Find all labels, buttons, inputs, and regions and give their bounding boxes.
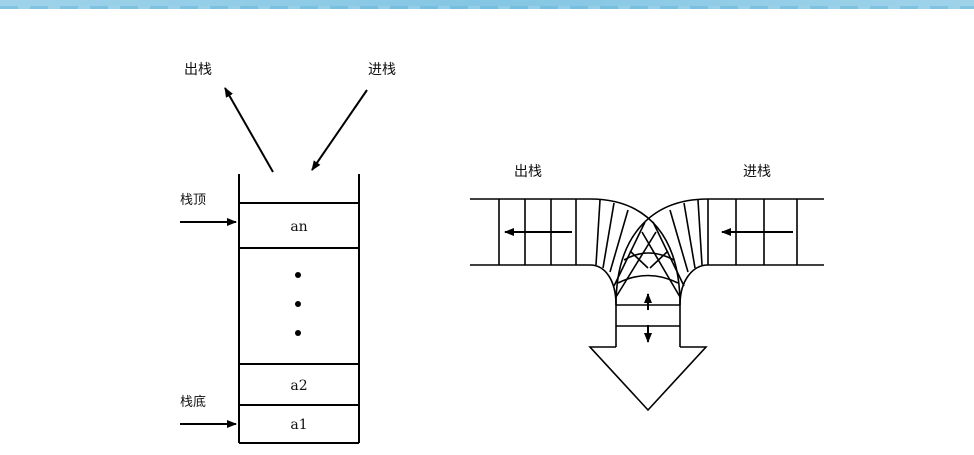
stack-cell-an: an [290, 219, 307, 235]
stack-cell-a2: a2 [290, 378, 307, 394]
left-stack-diagram: 出栈 进栈 an a2 a1 栈顶 栈底 [180, 62, 396, 444]
ellipsis-dot [295, 301, 301, 307]
stack-cell-a1: a1 [290, 417, 307, 433]
left-pop-label: 出栈 [184, 62, 212, 78]
stack-top-label: 栈顶 [180, 193, 206, 208]
top-banner-strip [0, 0, 974, 9]
stack-container [238, 174, 360, 444]
stack-bottom-label: 栈底 [180, 394, 206, 410]
ellipsis-dot [295, 330, 301, 336]
pop-arrow [224, 87, 274, 173]
railway-stack-diagram: 出栈 进栈 [470, 164, 824, 412]
railway-tracks [470, 198, 824, 412]
left-push-label: 进栈 [368, 62, 396, 78]
right-pop-label: 出栈 [514, 164, 542, 180]
ellipsis-dot [295, 272, 301, 278]
push-arrow [311, 89, 368, 171]
right-push-label: 进栈 [743, 164, 771, 180]
